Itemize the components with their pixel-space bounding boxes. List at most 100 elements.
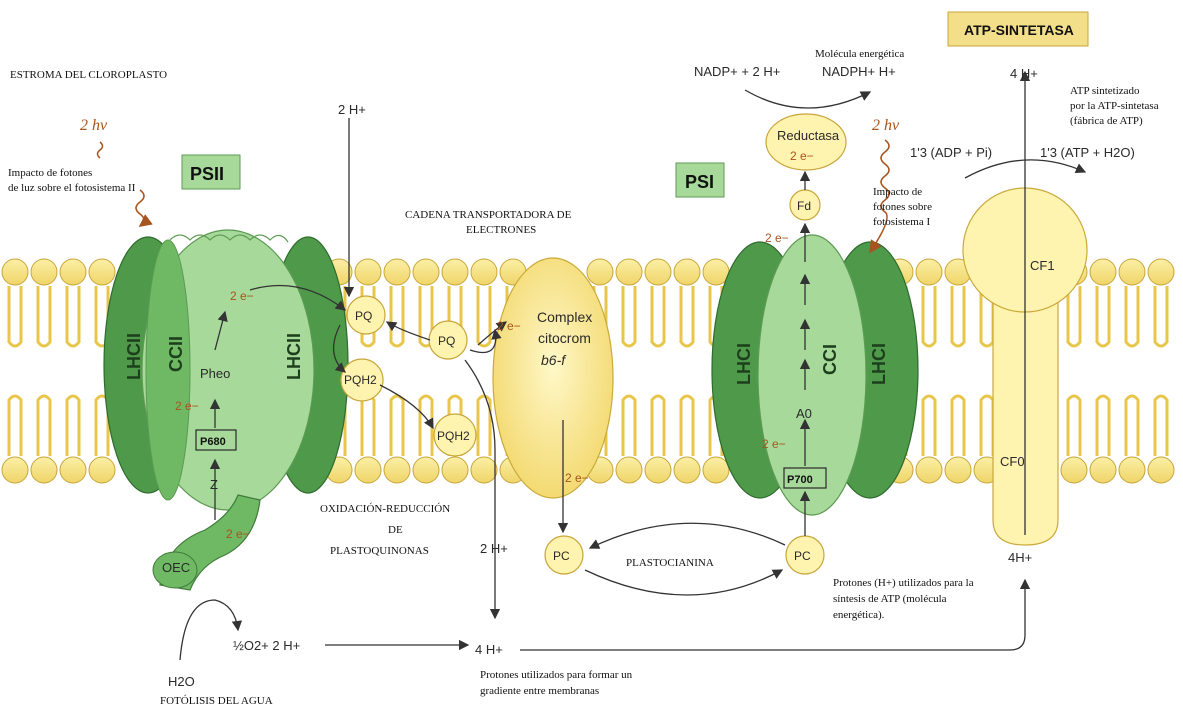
lipid-head	[645, 259, 671, 285]
h4-right: 4H+	[1008, 550, 1032, 565]
lipid-tail	[391, 396, 403, 456]
lipid-head	[384, 457, 410, 483]
cci: CCI	[820, 344, 840, 375]
lipid-tail	[952, 286, 964, 346]
lipid-head	[355, 259, 381, 285]
h-top: 2 H+	[338, 102, 366, 117]
lipid-head	[60, 259, 86, 285]
impact-psii-2: de luz sobre el fotosistema II	[8, 182, 136, 194]
lipid-tail	[623, 396, 635, 456]
lipid-tail	[9, 396, 21, 456]
reductasa: Reductasa	[777, 128, 840, 143]
lipid-head	[1119, 259, 1145, 285]
lipid-head	[1148, 259, 1174, 285]
pqh2-2: PQH2	[437, 429, 470, 443]
lipid-head	[413, 457, 439, 483]
cf0: CF0	[1000, 454, 1025, 469]
stroma-label: ESTROMA DEL CLOROPLASTO	[10, 69, 167, 81]
protones-atp-1: Protones (H+) utilizados para la	[833, 577, 974, 589]
lhci-right: LHCI	[869, 343, 889, 385]
lipid-tail	[9, 286, 21, 346]
oxidacion-1: OXIDACIÓN-REDUCCIÓN	[320, 503, 450, 515]
o2: ½O2+ 2 H+	[233, 638, 300, 653]
lipid-tail	[1097, 396, 1109, 456]
pc-left: PC	[553, 549, 570, 563]
e-cyt-out: 2 e−	[565, 471, 589, 485]
lipid-head	[945, 457, 971, 483]
z: Z	[210, 477, 218, 492]
lipid-head	[1090, 259, 1116, 285]
pc-right: PC	[794, 549, 811, 563]
lipid-tail	[681, 286, 693, 346]
atp-text-2: por la ATP-sintetasa	[1070, 100, 1159, 112]
p700: P700	[787, 474, 813, 486]
e-reductasa: 2 e−	[790, 149, 814, 163]
lipid-tail	[67, 286, 79, 346]
protones-atp-3: energética).	[833, 609, 885, 621]
fd: Fd	[797, 199, 811, 213]
lipid-head	[442, 259, 468, 285]
lipid-head	[2, 457, 28, 483]
lipid-tail	[923, 396, 935, 456]
lipid-tail	[652, 396, 664, 456]
lipid-head	[703, 457, 729, 483]
lipid-tail	[391, 286, 403, 346]
plastocianina: PLASTOCIANINA	[626, 557, 714, 569]
h2o: H2O	[168, 674, 195, 689]
lipid-head	[616, 259, 642, 285]
pq-1: PQ	[355, 309, 372, 323]
protones-grad-2: gradiente entre membranas	[480, 685, 599, 697]
lipid-head	[645, 457, 671, 483]
lipid-tail	[1068, 396, 1080, 456]
molecula: Molécula energética	[815, 48, 904, 60]
lipid-head	[1090, 457, 1116, 483]
lipid-head	[31, 259, 57, 285]
complex-1: Complex	[537, 309, 592, 325]
oec: OEC	[162, 560, 190, 575]
lipid-tail	[420, 396, 432, 456]
e-fd: 2 e−	[765, 231, 789, 245]
e-a0: 2 e−	[762, 437, 786, 451]
impact-psii-1: Impacto de fotones	[8, 167, 92, 179]
lipid-head	[587, 259, 613, 285]
lipid-tail	[1155, 286, 1167, 346]
e-cyt-in: 2 e−	[497, 319, 521, 333]
lipid-head	[355, 457, 381, 483]
lipid-head	[384, 259, 410, 285]
lipid-tail	[362, 396, 374, 456]
lipid-head	[471, 259, 497, 285]
lipid-tail	[652, 286, 664, 346]
hv-left: 2 hv	[80, 117, 108, 134]
lipid-head	[616, 457, 642, 483]
lipid-tail	[67, 396, 79, 456]
lipid-tail	[38, 396, 50, 456]
lipid-head	[442, 457, 468, 483]
photon-wave-icon	[98, 142, 103, 158]
lipid-head	[2, 259, 28, 285]
a0: A0	[796, 406, 812, 421]
lipid-tail	[1068, 286, 1080, 346]
h-mid: 2 H+	[480, 541, 508, 556]
psii-label: PSII	[190, 164, 224, 184]
impact-psi-2: fotones sobre	[873, 201, 932, 213]
impact-psi-3: fotosistema I	[873, 216, 930, 228]
lipid-head	[1061, 457, 1087, 483]
lipid-head	[1119, 457, 1145, 483]
lipid-head	[89, 457, 115, 483]
lipid-tail	[1126, 396, 1138, 456]
atp-text-1: ATP sintetizado	[1070, 85, 1140, 97]
lipid-tail	[1155, 396, 1167, 456]
e-pheo-top: 2 e−	[230, 289, 254, 303]
adp: 1'3 (ADP + Pi)	[910, 145, 992, 160]
h4-bottom: 4 H+	[475, 642, 503, 657]
protones-grad-1: Protones utilizados para formar un	[480, 669, 633, 681]
cytochrome-b6f	[493, 258, 613, 498]
lhci-left: LHCI	[734, 343, 754, 385]
lipid-head	[89, 259, 115, 285]
atp-out: 1'3 (ATP + H2O)	[1040, 145, 1135, 160]
atp-text-3: (fábrica de ATP)	[1070, 115, 1143, 127]
lipid-tail	[952, 396, 964, 456]
pheo: Pheo	[200, 366, 230, 381]
